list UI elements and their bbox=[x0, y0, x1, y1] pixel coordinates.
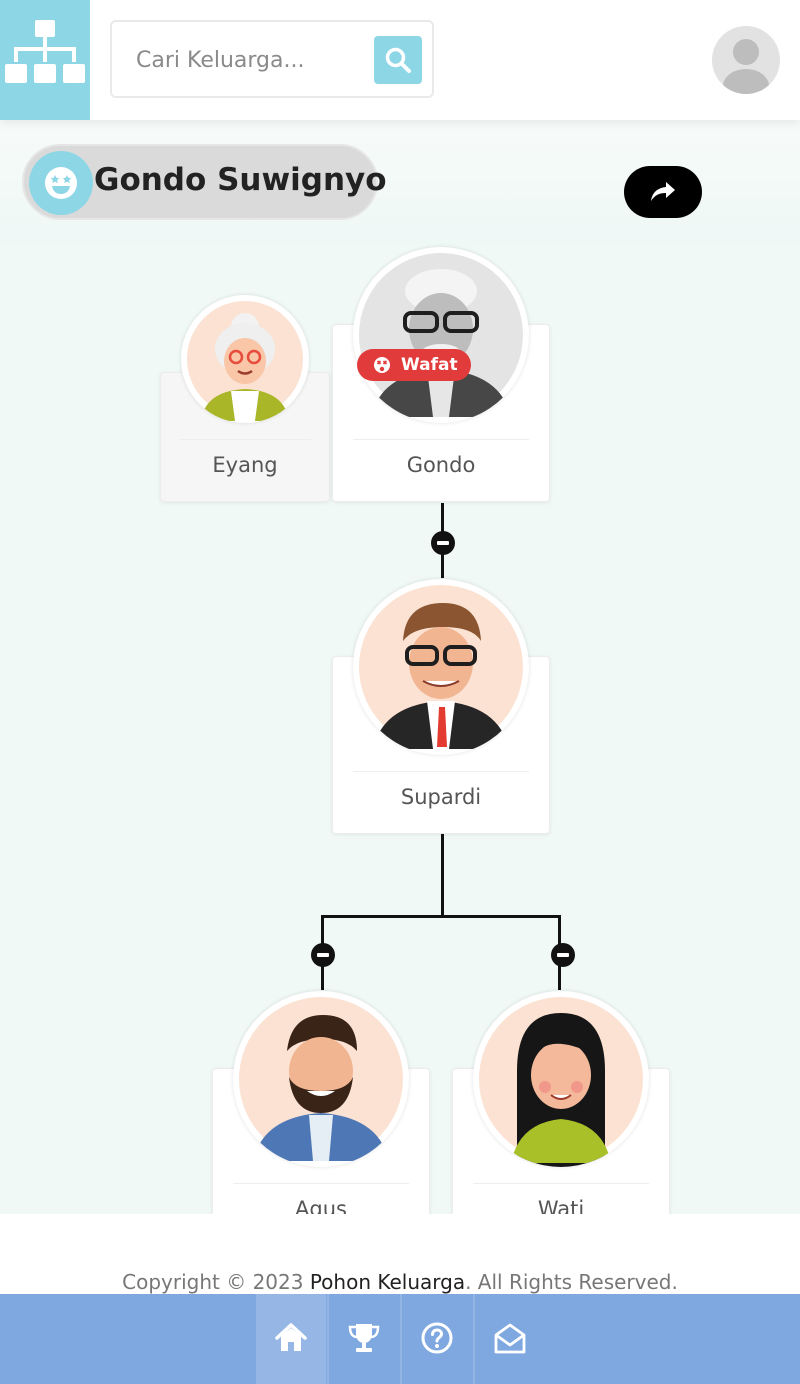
minus-circle-icon bbox=[557, 953, 569, 957]
collapse-wati-toggle[interactable] bbox=[551, 943, 575, 967]
collapse-agus-toggle[interactable] bbox=[311, 943, 335, 967]
grin-stars-icon bbox=[45, 167, 77, 199]
family-name-chip[interactable]: Gondo Suwignyo bbox=[22, 144, 387, 220]
member-name: Supardi bbox=[400, 785, 482, 809]
trophy-icon bbox=[348, 1324, 380, 1352]
connector-supardi-down bbox=[441, 833, 444, 916]
family-title-bar: Gondo Suwignyo bbox=[0, 120, 800, 245]
minus-circle-icon bbox=[317, 953, 329, 957]
dizzy-face-icon bbox=[374, 357, 390, 373]
sitemap-icon bbox=[5, 20, 85, 83]
search-box bbox=[110, 20, 434, 98]
copyright-text: Copyright © 2023 Pohon Keluarga. All Rig… bbox=[122, 1270, 678, 1294]
user-avatar[interactable] bbox=[712, 26, 780, 94]
search-input[interactable] bbox=[136, 40, 371, 80]
minus-circle-icon bbox=[437, 541, 449, 545]
top-header bbox=[0, 0, 800, 120]
tree-canvas: Gondo Suwignyo Eyang bbox=[0, 120, 800, 1214]
share-icon bbox=[651, 182, 675, 201]
home-icon bbox=[275, 1323, 307, 1351]
grandfather-avatar[interactable] bbox=[353, 247, 529, 423]
family-name: Gondo Suwignyo bbox=[94, 162, 387, 198]
woman-avatar[interactable] bbox=[473, 991, 649, 1167]
envelope-open-icon bbox=[494, 1323, 526, 1354]
user-avatar-icon bbox=[723, 39, 769, 94]
search-icon bbox=[385, 47, 411, 73]
brand-link[interactable]: Pohon Keluarga bbox=[309, 1270, 466, 1294]
search-button[interactable] bbox=[374, 36, 422, 84]
deceased-badge: Wafat bbox=[357, 349, 471, 381]
collapse-supardi-toggle[interactable] bbox=[431, 531, 455, 555]
app-logo[interactable] bbox=[0, 0, 90, 120]
bottom-navigation bbox=[0, 1294, 800, 1384]
father-avatar[interactable] bbox=[353, 579, 529, 755]
member-name: Gondo bbox=[406, 453, 476, 477]
member-name: Wati bbox=[537, 1197, 585, 1214]
family-icon bbox=[29, 151, 93, 215]
share-button[interactable] bbox=[624, 166, 702, 218]
member-name: Eyang bbox=[212, 453, 278, 477]
bearded-man-avatar[interactable] bbox=[233, 991, 409, 1167]
question-circle-icon bbox=[421, 1322, 453, 1354]
nav-help-button[interactable] bbox=[402, 1294, 472, 1384]
deceased-badge-label: Wafat bbox=[401, 355, 458, 375]
nav-messages-button[interactable] bbox=[475, 1294, 545, 1384]
connector-children-horizontal bbox=[321, 915, 561, 918]
nav-trophy-button[interactable] bbox=[329, 1294, 399, 1384]
member-name: Agus bbox=[295, 1197, 347, 1214]
grandmother-avatar[interactable] bbox=[181, 295, 309, 423]
nav-home-button[interactable] bbox=[256, 1294, 326, 1384]
